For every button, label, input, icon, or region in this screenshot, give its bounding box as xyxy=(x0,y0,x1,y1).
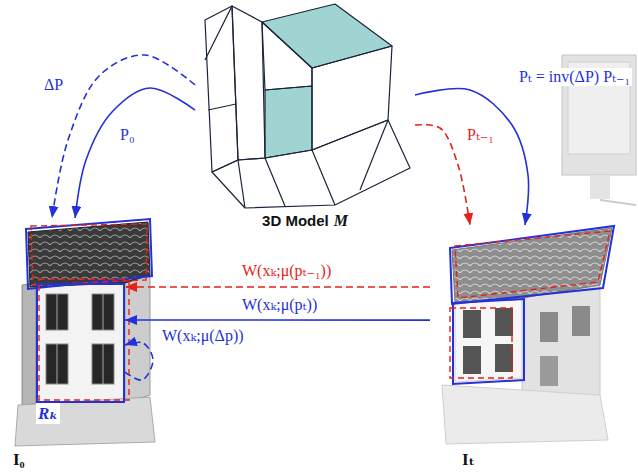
pose-arrow xyxy=(125,319,430,321)
edge-label: W(xₖ;μ(pₜ)) xyxy=(240,296,319,314)
image-label: Iₜ xyxy=(460,449,477,470)
edge-label: Pₜ₋₁ xyxy=(465,126,496,144)
edge-label: Pₜ = inv(ΔP) Pₜ₋₁ xyxy=(517,68,632,86)
model-node: 3D Model M xyxy=(195,4,415,232)
illustration-part xyxy=(450,226,614,304)
illustration-part xyxy=(36,283,125,403)
house-photo-faded xyxy=(442,55,636,444)
illustration-part xyxy=(600,200,636,205)
illustration-part xyxy=(455,231,610,298)
text-row: Iₜ xyxy=(460,449,477,470)
house-photo xyxy=(15,219,155,446)
pose-arrow xyxy=(415,89,528,225)
image-panel: Iₜ xyxy=(430,225,633,472)
illustration-part xyxy=(208,104,236,110)
illustration-part xyxy=(495,308,513,336)
illustration-part xyxy=(212,120,410,208)
illustration-part xyxy=(540,312,558,342)
illustration-part xyxy=(22,283,36,408)
illustration-part xyxy=(452,228,612,302)
illustration-part xyxy=(450,308,512,378)
illustration-part xyxy=(262,22,312,90)
region-label: Rₖ xyxy=(36,403,60,424)
illustration-part xyxy=(103,294,104,330)
illustration-part xyxy=(15,397,155,446)
illustration-part xyxy=(57,344,58,384)
illustration-part xyxy=(31,224,147,285)
illustration-part xyxy=(238,160,245,208)
text-row: I₀ xyxy=(11,450,27,470)
edge-label: ΔP xyxy=(42,76,65,94)
edge-label: W(xₖ;μ(pₜ₋₁)) xyxy=(240,262,333,280)
illustration-part xyxy=(262,4,392,68)
model-symbol: M xyxy=(334,212,348,230)
illustration-part xyxy=(205,6,232,60)
pose-arrow xyxy=(125,342,153,380)
region-box: Rₖ xyxy=(36,283,125,403)
illustration-part xyxy=(46,294,68,330)
illustration-part xyxy=(453,299,524,384)
pose-arrow xyxy=(125,286,430,288)
illustration-part xyxy=(232,6,265,160)
pose-arrow xyxy=(75,88,195,218)
illustration-part xyxy=(312,150,335,205)
pose-arrow xyxy=(415,125,470,225)
pose-arrow xyxy=(52,55,195,218)
illustration-part xyxy=(360,120,388,190)
illustration-part xyxy=(265,86,312,158)
illustration-part xyxy=(92,294,114,330)
illustration-part xyxy=(265,158,285,206)
illustration-part xyxy=(442,385,608,444)
illustration-part xyxy=(39,279,129,400)
edge-label: W(xₖ;μ(Δp)) xyxy=(160,327,246,345)
illustration-part xyxy=(46,344,68,384)
illustration-part xyxy=(572,306,590,336)
illustration-part xyxy=(495,344,513,372)
text-row: 3D Model M xyxy=(262,212,348,230)
illustration-part xyxy=(590,175,610,199)
model-label: 3D Model xyxy=(262,212,329,229)
text-row: Rₖ xyxy=(36,403,60,424)
illustration-part xyxy=(92,344,114,384)
illustration-part xyxy=(540,356,558,386)
illustration-part xyxy=(57,294,58,330)
illustration-part xyxy=(463,346,481,374)
illustration-part xyxy=(103,344,104,384)
image-label: I₀ xyxy=(11,450,27,470)
edge-label: P₀ xyxy=(118,126,136,144)
illustration-part xyxy=(463,310,481,338)
model-wireframe xyxy=(205,4,410,208)
image-panel: RₖI₀ xyxy=(5,218,158,472)
